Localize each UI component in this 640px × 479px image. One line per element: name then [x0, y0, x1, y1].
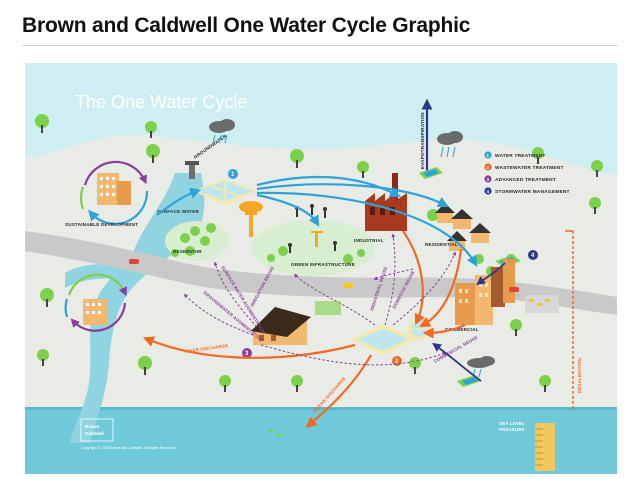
- svg-text:2: 2: [487, 165, 490, 170]
- svg-text:WASTEWATER TREATMENT: WASTEWATER TREATMENT: [495, 165, 564, 171]
- page-title: Brown and Caldwell One Water Cycle Graph…: [22, 14, 471, 37]
- orange-wastewater-flows: [142, 230, 466, 428]
- legend-item-3: 3 ADVANCED TREATMENT: [484, 175, 556, 183]
- svg-text:Caldwell: Caldwell: [85, 431, 104, 436]
- label-reservoir: RESERVOIR: [173, 249, 202, 254]
- badge-water-treatment: 1: [228, 169, 238, 179]
- svg-text:4: 4: [487, 189, 490, 194]
- legend-item-2: 2 WASTEWATER TREATMENT: [484, 163, 563, 171]
- water-tower: [239, 201, 263, 237]
- label-residential: RESIDENTIAL: [425, 242, 458, 247]
- svg-text:ADVANCED TREATMENT: ADVANCED TREATMENT: [495, 177, 556, 183]
- badge-advanced-treatment: 3: [242, 348, 252, 358]
- svg-text:4: 4: [531, 253, 535, 259]
- advanced-treatment-plant: [251, 307, 311, 345]
- stormwater-catch-top: [419, 167, 443, 179]
- water-treatment-plant: [193, 179, 257, 205]
- svg-text:1: 1: [487, 153, 490, 158]
- svg-text:1: 1: [231, 172, 235, 178]
- label-pressure: PRESSURE: [499, 427, 525, 432]
- diagram-title: The One Water Cycle: [75, 92, 247, 112]
- sustainable-development-top: [80, 160, 149, 225]
- stormwater-catch-bottom: [457, 356, 495, 387]
- svg-text:2: 2: [395, 359, 399, 365]
- label-desalination: DESALINATION: [577, 358, 582, 393]
- groundwater-well: [185, 161, 199, 179]
- sustainable-development-bottom: [64, 273, 127, 332]
- ocean: [25, 407, 617, 474]
- svg-text:3: 3: [487, 177, 490, 182]
- purple-reuse-flows: [183, 233, 456, 366]
- sea-level-pressure-gauge: [535, 423, 555, 471]
- desalination-line: [565, 230, 574, 409]
- rain-cloud-right: [437, 131, 463, 158]
- navy-stormwater-flows: [432, 262, 506, 382]
- svg-text:STORMWATER MANAGEMENT: STORMWATER MANAGEMENT: [495, 189, 570, 195]
- title-divider: [22, 45, 618, 46]
- label-green-infrastructure: GREEN INFRASTRUCTURE: [291, 262, 355, 267]
- svg-text:WATER TREATMENT: WATER TREATMENT: [495, 153, 546, 159]
- label-sustainable-development: SUSTAINABLE DEVELOPMENT: [65, 222, 138, 227]
- commercial-buildings: [455, 259, 559, 325]
- legend-item-4: 4 STORMWATER MANAGEMENT: [484, 187, 569, 195]
- legend: 1 WATER TREATMENT 2 WASTEWATER TREATMENT…: [484, 151, 569, 195]
- label-evapotranspiration: EVAPOTRANSPIRATION: [420, 112, 425, 169]
- label-river-discharge: RIVER DISCHARGE: [184, 343, 228, 354]
- one-water-cycle-diagram: The One Water Cycle: [25, 63, 617, 474]
- label-commercial: COMMERCIAL: [445, 327, 479, 332]
- copyright-notice: Copyright © 2016 Brown and Caldwell. All…: [81, 446, 176, 450]
- residential-houses: [435, 203, 491, 251]
- diagram-svg: The One Water Cycle: [25, 63, 617, 474]
- legend-item-1: 1 WATER TREATMENT: [484, 151, 545, 159]
- blue-supply-flows: [156, 175, 478, 267]
- green-parking-lot: [315, 301, 341, 315]
- svg-text:Brown: Brown: [85, 424, 99, 429]
- cars: [129, 259, 519, 292]
- label-surface-water: SURFACE WATER: [157, 209, 200, 214]
- badge-wastewater-treatment: 2: [392, 356, 402, 366]
- trees: [35, 114, 603, 392]
- label-industrial: INDUSTRIAL: [354, 238, 384, 243]
- fish-icon: [268, 429, 282, 437]
- rain-cloud-left: [209, 119, 235, 144]
- label-sea-level: SEA LEVEL: [499, 421, 525, 426]
- brown-and-caldwell-logo: Brown Caldwell: [80, 418, 114, 442]
- badge-stormwater: 4: [528, 250, 538, 260]
- svg-text:3: 3: [245, 351, 249, 357]
